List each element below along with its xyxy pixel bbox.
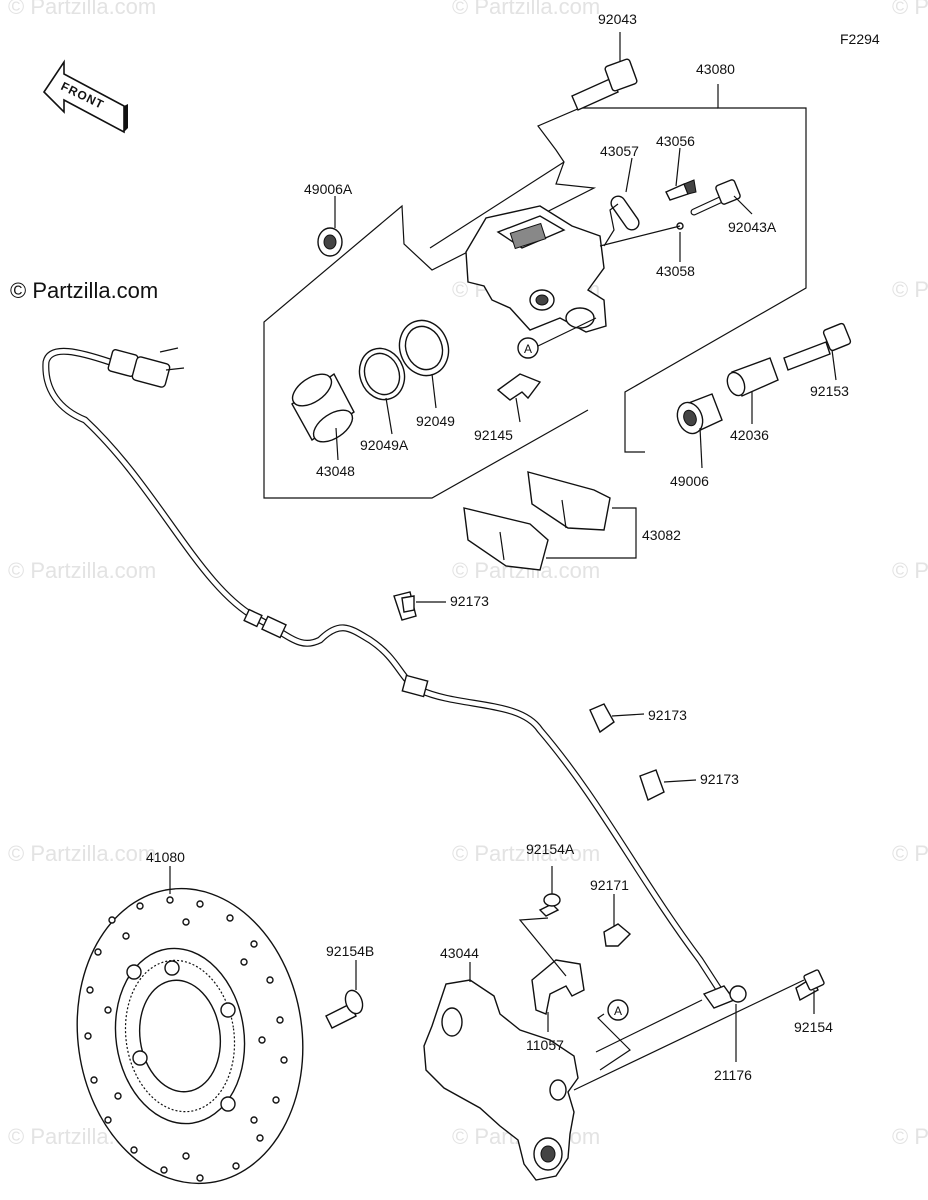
watermark: © Partzilla.com [8, 841, 156, 866]
bolt-92154A [538, 893, 561, 917]
part-number: 92049A [360, 437, 409, 453]
part-number: 43056 [656, 133, 695, 149]
boot-49006A [317, 227, 343, 257]
part-number: 49006A [304, 181, 353, 197]
part-number: 92145 [474, 427, 513, 443]
brake-hose [42, 347, 726, 998]
part-number: 43044 [440, 945, 479, 961]
watermark: © Partzilla.com [452, 841, 600, 866]
leader-lines [169, 147, 837, 1091]
boot-49006 [676, 393, 723, 435]
watermark: © Partzilla.com [892, 558, 928, 583]
part-number: 92049 [416, 413, 455, 429]
caliper-bracket-43044 [423, 979, 579, 1181]
speed-sensor-21176 [702, 985, 747, 1009]
sensor-bracket-11057 [531, 959, 585, 1015]
watermark: © Partzilla.com [452, 0, 600, 19]
bolt-92171 [603, 923, 632, 947]
copyright-text: © Partzilla.com [10, 278, 158, 303]
clamp-92173-a [393, 591, 417, 621]
pad-spring-92145 [496, 373, 542, 401]
sleeve-42036 [726, 357, 779, 397]
diagram-code: F2294 [840, 31, 880, 47]
slide-pin-92043A [690, 179, 741, 216]
brake-pads-43082 [463, 471, 637, 571]
part-number: 92173 [648, 707, 687, 723]
part-number: 21176 [714, 1067, 752, 1083]
part-labels: 92043 43080 43056 43057 49006A 92043A 43… [146, 11, 849, 1083]
brake-disc-41080 [76, 887, 304, 1185]
part-number: 92153 [810, 383, 849, 399]
part-number: 43082 [642, 527, 681, 543]
part-number: 92043A [728, 219, 777, 235]
part-number: 42036 [730, 427, 769, 443]
brake-caliper [465, 205, 607, 333]
callout-a-lower: A [607, 999, 629, 1021]
part-number: 43080 [696, 61, 735, 77]
part-number: 11057 [526, 1037, 564, 1053]
part-number: 43048 [316, 463, 355, 479]
bolt-92154 [795, 969, 825, 1002]
part-number: 92173 [450, 593, 489, 609]
bolt-92154B [325, 960, 364, 1029]
part-number: 92043 [598, 11, 637, 27]
watermark: © Partzilla.com [892, 841, 928, 866]
part-number: 92173 [700, 771, 739, 787]
piston-43048 [291, 372, 355, 443]
svg-text:A: A [524, 342, 532, 356]
watermark: © Partzilla.com [892, 277, 928, 302]
callout-a-upper: A [517, 337, 539, 359]
part-number: 92154A [526, 841, 575, 857]
watermark: © Partzilla.com [8, 0, 156, 19]
part-number: 92154 [794, 1019, 833, 1035]
seal-92049A [358, 347, 406, 401]
bolt-92153 [783, 322, 852, 371]
part-number: 92171 [590, 877, 629, 893]
svg-text:A: A [614, 1004, 622, 1018]
clamp-92173-b [589, 703, 615, 734]
abs-connector [107, 347, 185, 388]
watermark: © Partzilla.com [892, 0, 928, 19]
seal-92049 [398, 319, 450, 377]
clamp-92173-c [639, 769, 665, 801]
part-number: 92154B [326, 943, 374, 959]
part-number: 43057 [600, 143, 639, 159]
part-number: 49006 [670, 473, 709, 489]
front-arrow-icon: FRONT [42, 59, 128, 134]
bolt-92043 [571, 32, 638, 111]
part-number: 41080 [146, 849, 185, 865]
part-number: 43058 [656, 263, 695, 279]
watermark: © Partzilla.com [892, 1124, 928, 1149]
bleeder-parts [599, 179, 697, 247]
watermark: © Partzilla.com [8, 558, 156, 583]
